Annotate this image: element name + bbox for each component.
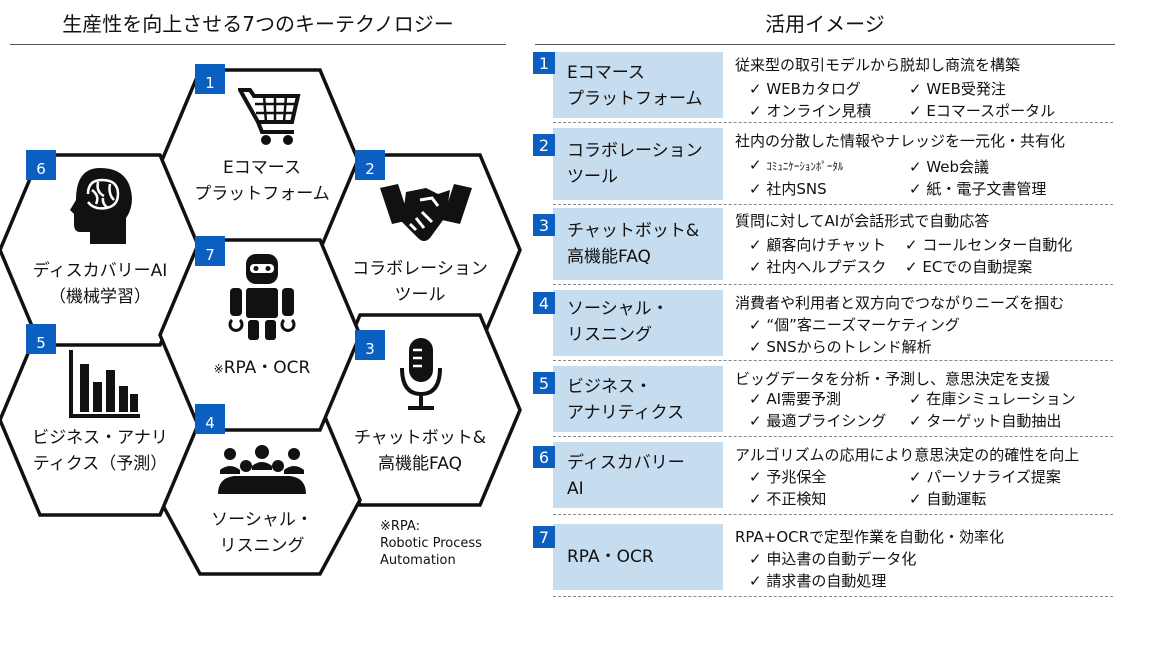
row-separator: [553, 596, 1113, 597]
row-separator: [553, 204, 1113, 205]
hex-label-5: ビジネス・アナリティクス（予測）: [32, 428, 168, 474]
row-name: チャットボット&高機能FAQ: [567, 221, 700, 267]
row-number: 3: [533, 214, 555, 236]
row-name-box: [553, 290, 723, 356]
row-bullet: ✓ 社内SNS: [749, 180, 827, 198]
row-bullet: ✓ 社内ヘルプデスク: [749, 258, 887, 276]
row-name-box: [553, 208, 723, 280]
hex-badge-7: 7: [195, 236, 225, 266]
row-name-box: [553, 442, 723, 508]
row-bullet: ✓ 申込書の自動データ化: [749, 550, 917, 568]
usage-row-4: 4 ソーシャル・リスニング 消費者や利用者と双方向でつながりニーズを掴む ✓ “…: [533, 290, 1113, 361]
row-bullet: ✓ Eコマースポータル: [909, 102, 1056, 120]
shopping-cart-icon: [238, 88, 301, 145]
rpa-footnote-mark: ※: [213, 362, 224, 376]
row-number: 1: [533, 52, 555, 74]
hex-label-1: Eコマースプラットフォーム: [194, 158, 330, 204]
row-bullet: ✓ 顧客向けチャット: [749, 236, 887, 254]
hexagon-7: [158, 238, 362, 432]
row-bullet: ✓ ECでの自動提案: [905, 258, 1033, 276]
row-number: 6: [533, 446, 555, 468]
row-heading: 消費者や利用者と双方向でつながりニーズを掴む: [735, 294, 1065, 312]
row-name: ソーシャル・リスニング: [567, 299, 669, 345]
row-heading: ビッグデータを分析・予測し、意思決定を支援: [735, 370, 1051, 388]
row-bullet: ✓ 紙・電子文書管理: [909, 180, 1047, 198]
row-bullet: ✓ 予兆保全: [749, 468, 827, 486]
usage-row-2: 2 コラボレーションツール 社内の分散した情報やナレッジを一元化・共有化 ✓ ｺ…: [533, 128, 1113, 205]
bar-chart-icon: [69, 350, 140, 418]
row-bullet: ✓ AI需要予測: [749, 390, 842, 408]
row-name: コラボレーションツール: [567, 141, 703, 187]
row-separator: [553, 284, 1113, 285]
row-heading: 社内の分散した情報やナレッジを一元化・共有化: [735, 132, 1066, 150]
row-bullet: ✓ 最適プライシング: [749, 412, 887, 430]
row-name: Eコマースプラットフォーム: [567, 63, 703, 109]
row-bullet: ✓ 不正検知: [749, 490, 827, 508]
hex-badge-2: 2: [355, 150, 385, 180]
row-bullet: ✓ ｺﾐｭﾆｹｰｼｮﾝﾎﾟｰﾀﾙ: [749, 156, 844, 174]
row-name: ビジネス・アナリティクス: [567, 377, 685, 423]
row-name-box: [553, 52, 723, 118]
hexagon-6: [0, 153, 202, 347]
hex-badge-6: 6: [26, 150, 56, 180]
hex-label-2: コラボレーションツール: [352, 259, 488, 305]
row-bullet: ✓ オンライン見積: [749, 102, 872, 120]
row-separator: [553, 436, 1113, 437]
row-number: 4: [533, 292, 555, 314]
usage-row-3: 3 チャットボット&高機能FAQ 質問に対してAIが会話形式で自動応答 ✓ 顧客…: [533, 208, 1113, 285]
usage-row-7: 7 RPA・OCR RPA+OCRで定型作業を自動化・効率化 ✓ 申込書の自動デ…: [533, 524, 1113, 597]
hex-label-6: ディスカバリーAI（機械学習）: [32, 261, 168, 307]
usage-row-1: 1 Eコマースプラットフォーム 従来型の取引モデルから脱却し商流を構築 ✓ WE…: [533, 52, 1113, 123]
hex-label-3: チャットボット&高機能FAQ: [353, 428, 487, 474]
robot-icon: [228, 254, 296, 340]
hex-badge-3: 3: [355, 330, 385, 360]
microphone-icon: [400, 338, 442, 410]
row-heading: 従来型の取引モデルから脱却し商流を構築: [735, 56, 1021, 74]
row-bullet: ✓ Web会議: [909, 158, 990, 176]
hex-badge-4: 4: [195, 404, 225, 434]
row-bullet: ✓ WEBカタログ: [749, 80, 861, 98]
row-number: 7: [533, 526, 555, 548]
hex-badge-5: 5: [26, 324, 56, 354]
row-bullet: ✓ 請求書の自動処理: [749, 572, 887, 590]
row-bullet: ✓ ターゲット自動抽出: [909, 412, 1062, 430]
row-bullet: ✓ 在庫シミュレーション: [909, 390, 1076, 408]
right-title-rule: [535, 44, 1115, 45]
row-number: 2: [533, 134, 555, 156]
handshake-icon: [380, 184, 472, 241]
brain-head-icon: [70, 168, 132, 244]
usage-row-5: 5 ビジネス・アナリティクス ビッグデータを分析・予測し、意思決定を支援 ✓ A…: [533, 366, 1113, 437]
row-heading: アルゴリズムの応用により意思決定の的確性を向上: [735, 446, 1080, 464]
row-heading: 質問に対してAIが会話形式で自動応答: [735, 212, 990, 230]
row-heading: RPA+OCRで定型作業を自動化・効率化: [735, 528, 1005, 546]
left-title-rule: [10, 44, 506, 45]
row-separator: [553, 122, 1113, 123]
row-bullet: ✓ SNSからのトレンド解析: [749, 338, 932, 356]
row-bullet: ✓ コールセンター自動化: [905, 236, 1073, 254]
row-separator: [553, 360, 1113, 361]
row-name: RPA・OCR: [567, 547, 654, 567]
row-separator: [553, 514, 1113, 515]
audience-icon: [218, 445, 306, 494]
row-bullet: ✓ WEB受発注: [909, 80, 1006, 98]
left-title: 生産性を向上させる7つのキーテクノロジー: [62, 12, 454, 36]
hex-badge-1: 1: [195, 64, 225, 94]
row-name-box: [553, 524, 723, 590]
row-bullet: ✓ 自動運転: [909, 490, 987, 508]
hex-label-4: ソーシャル・リスニング: [211, 510, 313, 556]
right-title: 活用イメージ: [765, 12, 885, 36]
row-bullet: ✓ パーソナライズ提案: [909, 468, 1061, 486]
row-number: 5: [533, 372, 555, 394]
row-name-box: [553, 128, 723, 200]
row-bullet: ✓ “個”客ニーズマーケティング: [749, 316, 960, 334]
hex-label-7: ※RPA・OCR: [213, 358, 311, 378]
row-name-box: [553, 366, 723, 432]
